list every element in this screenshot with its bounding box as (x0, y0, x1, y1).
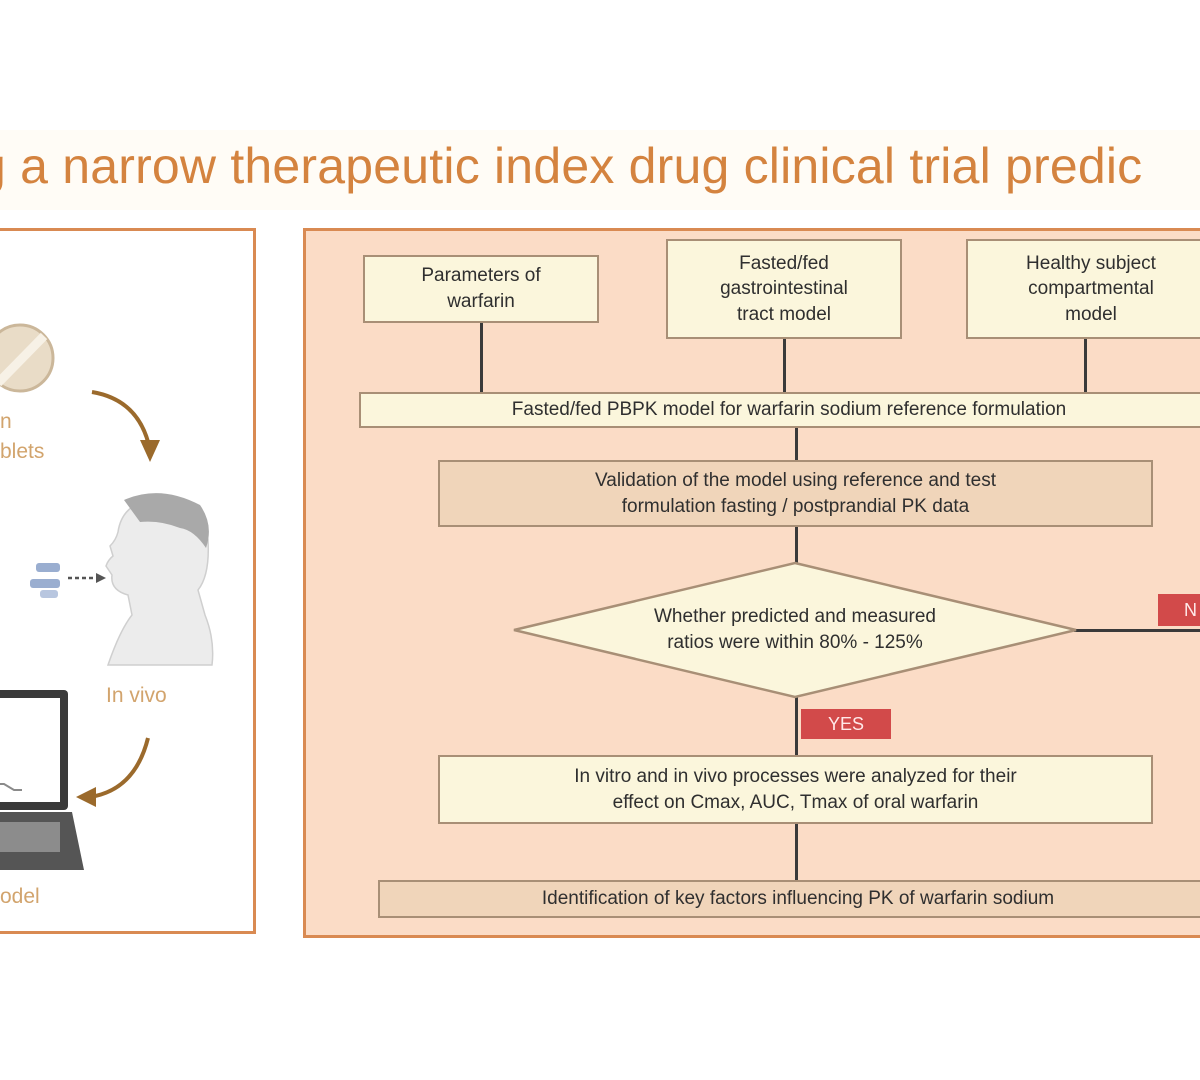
in-vitro-in-vivo-box: In vitro and in vivo processes were anal… (438, 755, 1153, 824)
identification-box: Identification of key factors influencin… (378, 880, 1200, 918)
model-label: odel (0, 885, 40, 908)
curved-arrow-icon (91, 390, 160, 462)
connector-line (1074, 629, 1200, 632)
connector-line (783, 338, 786, 394)
curved-arrow-icon (76, 737, 150, 807)
connector-line (795, 526, 798, 564)
connector-line (795, 427, 798, 461)
figure-title: g a narrow therapeutic index drug clinic… (0, 138, 1143, 194)
decision-text: Whether predicted and measured ratios we… (654, 606, 936, 653)
laptop-icon (0, 690, 84, 870)
gi-tract-model-box: Fasted/fed gastrointestinal tract model (666, 239, 902, 339)
pbpk-model-box: Fasted/fed PBPK model for warfarin sodiu… (359, 392, 1200, 428)
inhaler-icon (30, 563, 106, 598)
tablet-icon (0, 323, 55, 393)
human-head-icon (105, 493, 214, 666)
connector-line (480, 322, 483, 394)
tablets-label: blets (0, 440, 45, 463)
yes-tag: YES (801, 709, 891, 739)
title-band (0, 130, 1200, 210)
no-tag: N (1158, 594, 1200, 626)
connector-line (795, 697, 798, 755)
in-vivo-label: In vivo (106, 684, 167, 707)
connector-line (795, 823, 798, 881)
validation-box: Validation of the model using reference … (438, 460, 1153, 527)
healthy-subject-model-box: Healthy subject compartmental model (966, 239, 1200, 339)
parameters-box: Parameters of warfarin (363, 255, 599, 323)
connector-line (1084, 338, 1087, 394)
drug-label: n (0, 410, 12, 433)
